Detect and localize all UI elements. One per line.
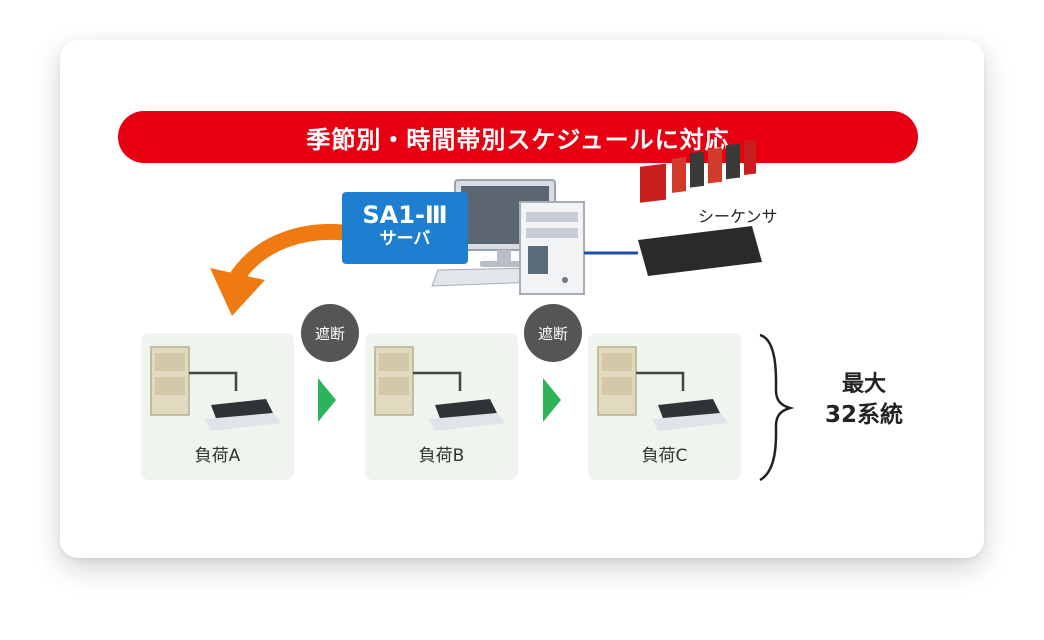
sequencer-label: シーケンサ (698, 207, 778, 226)
max-systems-label: 最大 32系統 (804, 370, 924, 430)
load-label-a: 負荷A (194, 446, 241, 466)
title-banner-text: 季節別・時間帯別スケジュールに対応 (306, 125, 730, 154)
load-label-c: 負荷C (641, 446, 688, 466)
load-box-b: 負荷B (365, 333, 518, 480)
load-label-b: 負荷B (418, 446, 465, 466)
air-conditioner-icon (374, 346, 505, 431)
max-systems-line2: 32系統 (824, 402, 903, 428)
plc-sequencer-icon (638, 139, 762, 276)
max-systems-line1: 最大 (841, 372, 886, 397)
cutoff-badge-text: 遮断 (537, 324, 568, 343)
triangle-right-icon (543, 378, 561, 422)
air-conditioner-icon (597, 346, 728, 431)
server-name: SA1-Ⅲ (362, 201, 448, 229)
server-label: SA1-Ⅲ サーバ (342, 192, 468, 264)
computer-with-tower-icon (431, 179, 585, 295)
cutoff-badge-text: 遮断 (314, 324, 345, 343)
diagram-graphics (210, 139, 795, 482)
diagram-card: 季節別・時間帯別スケジュールに対応 (60, 40, 984, 558)
curved-arrow-icon (210, 224, 368, 316)
cutoff-badge: 遮断 (301, 304, 359, 362)
cutoff-badge: 遮断 (524, 304, 582, 362)
air-conditioner-icon (150, 346, 281, 431)
triangle-right-icon (318, 378, 336, 422)
server-role: サーバ (379, 229, 431, 249)
load-box-c: 負荷C (588, 333, 741, 480)
right-brace-icon (759, 333, 795, 482)
load-box-a: 負荷A (141, 333, 294, 480)
title-banner: 季節別・時間帯別スケジュールに対応 (118, 111, 918, 163)
